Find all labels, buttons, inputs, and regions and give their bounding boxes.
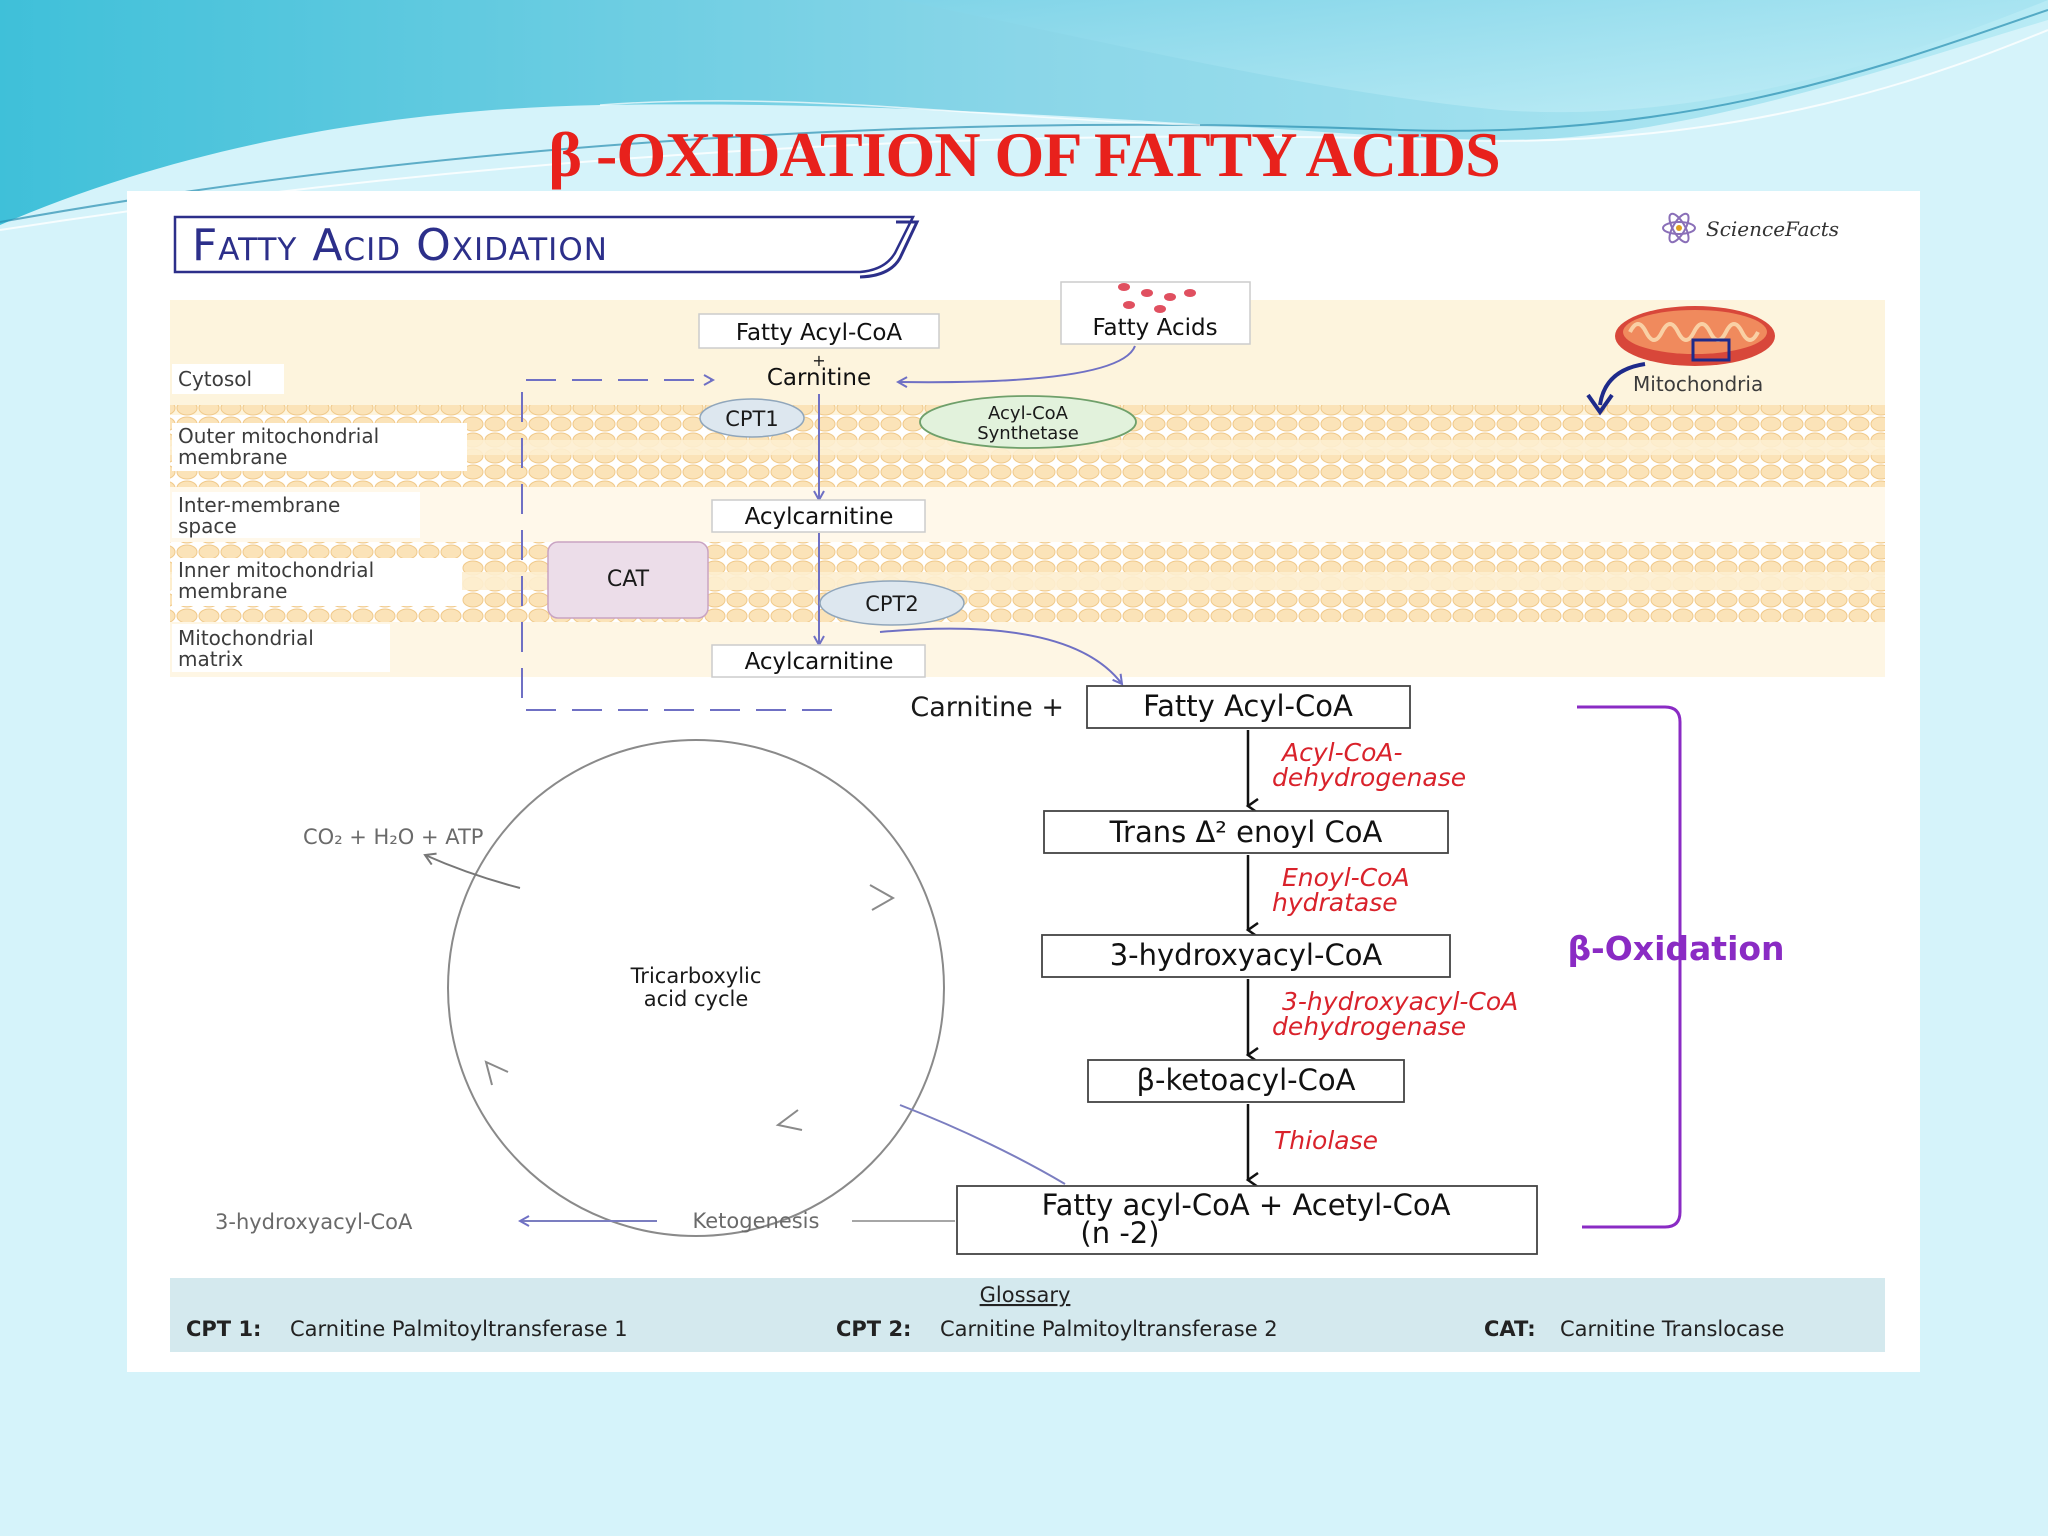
enzyme-3-hydroxyacyl-coa-dehydrogenase-1: 3-hydroxyacyl-CoA bbox=[1282, 987, 1518, 1016]
glossary-cat-abbr: CAT: bbox=[1484, 1317, 1536, 1341]
enzyme-acyl-coa-dehydrogenase-2: dehydrogenase bbox=[1272, 763, 1466, 792]
glossary-cpt2-abbr: CPT 2: bbox=[836, 1317, 911, 1341]
label-matrix-1: Mitochondrial bbox=[178, 626, 314, 650]
cat-transporter bbox=[547, 541, 709, 619]
acylcarnitine-matrix: Acylcarnitine bbox=[745, 649, 894, 675]
cat-label: CAT bbox=[607, 567, 650, 592]
beta-oxidation-label: β-Oxidation bbox=[1567, 929, 1784, 968]
intermembrane-band bbox=[170, 487, 1885, 542]
step-trans-enoyl-coa-box bbox=[1043, 810, 1449, 854]
acyl-coa-synthetase-enzyme bbox=[919, 395, 1137, 449]
carnitine-cytosol: Carnitine bbox=[767, 365, 871, 391]
step-products-line-2: (n -2) bbox=[1080, 1216, 1159, 1250]
brand-name: ScienceFacts bbox=[1706, 217, 1839, 241]
enzyme-enoyl-coa-hydratase-2: hydratase bbox=[1272, 888, 1398, 917]
plus-sign: + bbox=[812, 351, 825, 370]
acylcarnitine-ims-box bbox=[711, 499, 926, 533]
top-wave-highlight bbox=[900, 0, 2048, 113]
mitochondria-label: Mitochondria bbox=[1633, 372, 1763, 396]
step-3-hydroxyacyl-coa: 3-hydroxyacyl-CoA bbox=[1110, 938, 1383, 972]
step-fatty-acyl-coa: Fatty Acyl-CoA bbox=[1143, 689, 1353, 723]
enzyme-enoyl-coa-hydratase-1: Enoyl-CoA bbox=[1282, 863, 1410, 892]
step-products-line-1: Fatty acyl-CoA + Acetyl-CoA bbox=[1042, 1188, 1451, 1222]
carnitine-shuttle: Fatty Acyl-CoA + Carnitine Fatty Acids A… bbox=[521, 281, 1251, 723]
ketogenesis: Ketogenesis 3-hydroxyacyl-CoA bbox=[215, 1209, 955, 1234]
enzyme-acyl-coa-dehydrogenase-1: Acyl-CoA- bbox=[1280, 738, 1402, 767]
fatty-acids-box bbox=[1060, 281, 1251, 345]
cpt2-enzyme bbox=[819, 580, 965, 626]
diagram-header: Fatty Acid Oxidation bbox=[173, 215, 920, 279]
tca-cycle: Tricarboxylic acid cycle CO₂ + H₂O + ATP bbox=[303, 739, 1066, 1237]
cpt1-enzyme bbox=[699, 398, 805, 438]
label-matrix-2: matrix bbox=[178, 647, 243, 671]
glossary-cpt2-text: Carnitine Palmitoyltransferase 2 bbox=[940, 1317, 1278, 1341]
ketogenesis-product: 3-hydroxyacyl-CoA bbox=[215, 1210, 413, 1234]
fatty-acyl-coa-cytosol: Fatty Acyl-CoA bbox=[736, 320, 903, 346]
label-outer-membrane-1: Outer mitochondrial bbox=[178, 424, 379, 448]
glossary-cat-text: Carnitine Translocase bbox=[1560, 1317, 1784, 1341]
label-intermembrane-2: space bbox=[178, 514, 237, 538]
step-beta-ketoacyl-coa-box bbox=[1087, 1059, 1405, 1103]
acylcarnitine-ims: Acylcarnitine bbox=[745, 504, 894, 530]
fatty-acid-dots-icon bbox=[1118, 283, 1196, 313]
label-intermembrane-1: Inter-membrane bbox=[178, 493, 340, 517]
cpt1-label: CPT1 bbox=[725, 407, 779, 431]
beta-oxidation-pathway: Fatty Acyl-CoA Acyl-CoA- dehydrogenase T… bbox=[956, 685, 1785, 1255]
tca-label-1: Tricarboxylic bbox=[630, 964, 762, 988]
label-cytosol: Cytosol bbox=[178, 367, 252, 391]
atom-icon bbox=[1662, 212, 1696, 244]
acylcarnitine-matrix-box bbox=[711, 644, 926, 678]
carnitine-plus-label: Carnitine + bbox=[910, 692, 1064, 723]
label-outer-membrane-2: membrane bbox=[178, 445, 287, 469]
enzyme-thiolase: Thiolase bbox=[1274, 1126, 1378, 1155]
cpt2-label: CPT2 bbox=[865, 592, 919, 616]
enzyme-3-hydroxyacyl-coa-dehydrogenase-2: dehydrogenase bbox=[1272, 1012, 1466, 1041]
ketogenesis-label: Ketogenesis bbox=[693, 1209, 820, 1233]
fatty-acids-label: Fatty Acids bbox=[1092, 315, 1217, 341]
glossary-cpt1-text: Carnitine Palmitoyltransferase 1 bbox=[290, 1317, 628, 1341]
glossary: Glossary CPT 1: Carnitine Palmitoyltrans… bbox=[170, 1278, 1885, 1352]
step-trans-enoyl-coa: Trans Δ² enoyl CoA bbox=[1109, 815, 1383, 849]
glossary-band bbox=[170, 1278, 1885, 1352]
mitochondria-illustration: Mitochondria bbox=[1586, 306, 1775, 416]
step-beta-ketoacyl-coa: β-ketoacyl-CoA bbox=[1137, 1063, 1356, 1097]
step-products-box bbox=[956, 1185, 1538, 1255]
fatty-acyl-coa-box bbox=[698, 313, 940, 349]
acyl-coa-synthetase-2: Synthetase bbox=[977, 423, 1079, 444]
glossary-title: Glossary bbox=[980, 1283, 1071, 1307]
label-inner-membrane-1: Inner mitochondrial bbox=[178, 558, 374, 582]
tca-circle bbox=[447, 739, 945, 1237]
step-fatty-acyl-coa-box bbox=[1086, 685, 1411, 729]
tca-label-2: acid cycle bbox=[644, 987, 749, 1011]
brand-logo: ScienceFacts bbox=[1662, 212, 1839, 244]
glossary-cpt1-abbr: CPT 1: bbox=[186, 1317, 261, 1341]
label-inner-membrane-2: membrane bbox=[178, 579, 287, 603]
slide-title: β -OXIDATION OF FATTY ACIDS bbox=[548, 119, 1500, 190]
beta-oxidation-bracket bbox=[1577, 705, 1682, 1229]
diagram-panel: Fatty Acid Oxidation ScienceFacts Cytoso… bbox=[127, 191, 1920, 1372]
acyl-coa-synthetase-1: Acyl-CoA bbox=[988, 403, 1069, 424]
tca-products: CO₂ + H₂O + ATP bbox=[303, 825, 483, 849]
matrix-band bbox=[170, 622, 1885, 677]
diagram-title: Fatty Acid Oxidation bbox=[192, 220, 608, 271]
step-3-hydroxyacyl-coa-box bbox=[1041, 934, 1451, 978]
